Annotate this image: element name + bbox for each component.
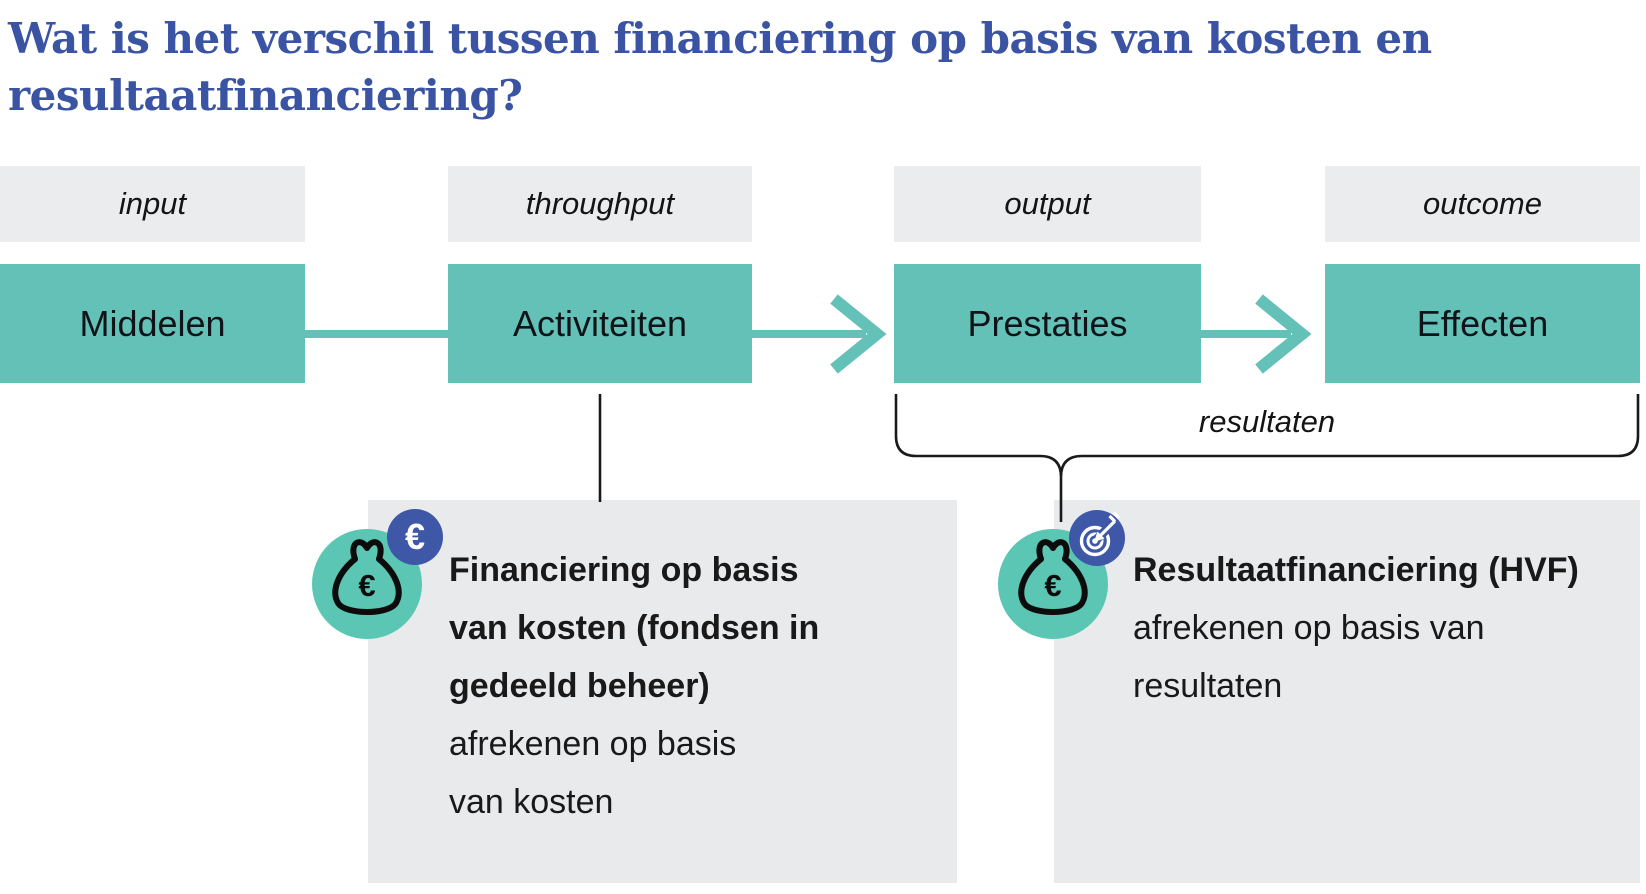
card-text: Resultaatfinanciering (HVF) afrekenen op…	[1133, 541, 1579, 715]
stage-label-throughput: throughput	[448, 166, 752, 242]
money-bag-glyph: €	[332, 539, 402, 615]
card-body-line: afrekenen op basis van	[1133, 609, 1485, 647]
target-badge-icon	[1069, 510, 1125, 566]
money-bag-glyph: €	[1018, 539, 1088, 615]
card-title-line: gedeeld beheer)	[449, 667, 710, 705]
flow-box-effecten: Effecten	[1325, 264, 1640, 383]
stage-label-output: output	[894, 166, 1201, 242]
bracket-label-resultaten: resultaten	[1198, 404, 1336, 439]
flow-box-middelen: Middelen	[0, 264, 305, 383]
page-title-line1: Wat is het verschil tussen financiering …	[8, 14, 1432, 63]
card-resultaatfinanciering: Resultaatfinanciering (HVF) afrekenen op…	[1054, 500, 1640, 883]
card-body-line: van kosten	[449, 783, 614, 821]
page-title: Wat is het verschil tussen financiering …	[8, 10, 1508, 124]
card-title-line: van kosten (fondsen in	[449, 609, 820, 647]
stage-label-outcome: outcome	[1325, 166, 1640, 242]
card-text: Financiering op basis van kosten (fondse…	[449, 541, 819, 831]
svg-text:€: €	[358, 568, 375, 603]
page-title-line2: resultaatfinanciering?	[8, 71, 523, 120]
euro-glyph: €	[404, 516, 426, 557]
arrowhead-icon	[830, 294, 887, 374]
svg-text:€: €	[1044, 568, 1061, 603]
arrowhead-icon	[1255, 294, 1312, 374]
flow-box-activiteiten: Activiteiten	[448, 264, 752, 383]
stage-label-input: input	[0, 166, 305, 242]
card-body-line: resultaten	[1133, 667, 1283, 705]
card-title-line: Resultaatfinanciering (HVF)	[1133, 551, 1579, 589]
flow-box-prestaties: Prestaties	[894, 264, 1201, 383]
card-financiering-op-basis-van-kosten: Financiering op basis van kosten (fondse…	[368, 500, 957, 883]
target-glyph	[1079, 511, 1121, 557]
euro-badge-icon: €	[387, 509, 443, 565]
card-title-line: Financiering op basis	[449, 551, 799, 589]
card-body-line: afrekenen op basis	[449, 725, 737, 763]
